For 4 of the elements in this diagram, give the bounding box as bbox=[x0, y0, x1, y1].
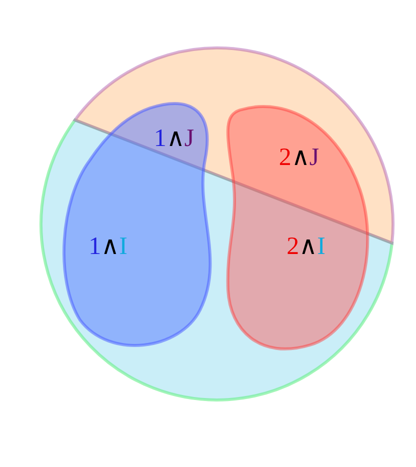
region-label: 2∧J bbox=[278, 143, 320, 172]
region-label: 1∧I bbox=[88, 232, 128, 261]
region-label: 1∧J bbox=[154, 124, 194, 153]
region-label: 2∧I bbox=[286, 232, 326, 261]
